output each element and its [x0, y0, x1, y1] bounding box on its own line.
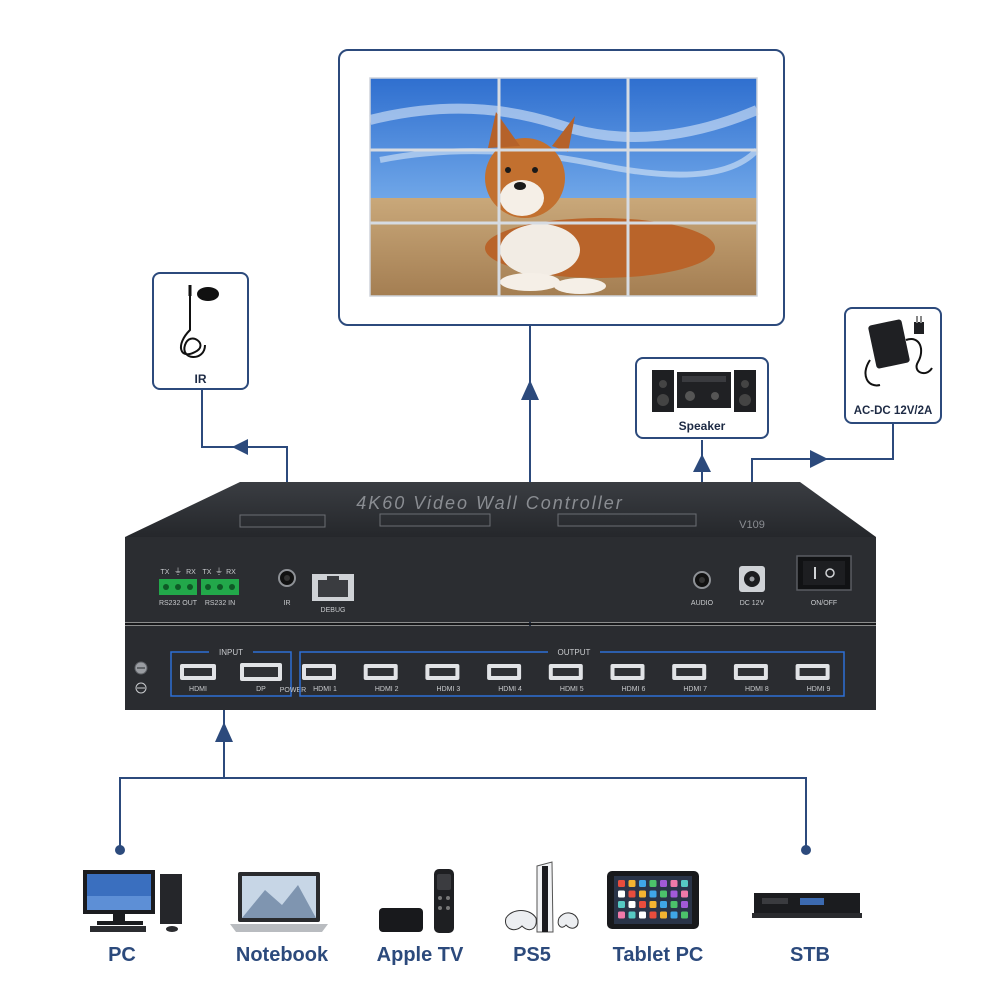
arrowheads — [115, 380, 828, 855]
rs232-out-pin-rx: RX — [186, 569, 196, 576]
output-port-4: HDMI 4 — [487, 664, 522, 693]
video-wall-display — [368, 77, 760, 297]
arrow-ir — [232, 439, 248, 455]
input-group-label: INPUT — [219, 648, 243, 657]
input-hdmi-port: HDMI — [180, 664, 216, 693]
speaker-accessory-label: Speaker — [678, 419, 726, 433]
rs232-out-pin-gnd: ⏚ — [174, 567, 182, 576]
ir-port: IR — [278, 569, 296, 607]
power-adapter-box: AC-DC 12V/2A — [844, 307, 942, 424]
output-port-label: HDMI 3 — [437, 686, 461, 693]
debug-port-label: DEBUG — [321, 607, 346, 614]
arrow-input — [215, 722, 233, 742]
output-group-label: OUTPUT — [558, 648, 591, 657]
ir-cable-icon — [180, 285, 219, 358]
rs232-out-pin-tx: TX — [161, 569, 170, 576]
source-label-ps5: PS5 — [513, 944, 551, 966]
output-port-label: HDMI 9 — [807, 686, 831, 693]
rs232-in-port: TX ⏚ RX RS232 IN — [201, 567, 239, 607]
rs232-in-pin-gnd: ⏚ — [215, 567, 223, 576]
audio-port-label: AUDIO — [691, 600, 714, 607]
stb-icon — [752, 893, 862, 918]
device-model: V109 — [739, 519, 765, 531]
output-port-8: HDMI 8 — [733, 664, 769, 693]
power-switch-label: ON/OFF — [811, 600, 837, 607]
output-port-5: HDMI 5 — [548, 664, 584, 693]
ir-accessory-box: IR — [152, 272, 249, 390]
debug-port: DEBUG — [312, 574, 354, 614]
tablet-pc-icon — [607, 871, 699, 929]
rs232-in-pin-rx: RX — [226, 569, 236, 576]
video-wall-frame — [338, 49, 785, 326]
apple-tv-icon — [379, 869, 454, 933]
line-sources-bus — [119, 777, 807, 850]
arrow-power — [810, 450, 828, 468]
input-dp-label: DP — [256, 686, 266, 693]
output-port-6: HDMI 6 — [610, 664, 646, 693]
output-port-9: HDMI 9 — [795, 664, 831, 693]
output-port-2: HDMI 2 — [363, 664, 399, 693]
arrow-speaker — [693, 454, 711, 472]
output-port-label: HDMI 5 — [560, 686, 584, 693]
power-indicator-label: POWER — [280, 687, 306, 694]
source-label-apple-tv: Apple TV — [376, 944, 464, 966]
dc-port: DC 12V — [739, 566, 765, 607]
input-group: INPUT HDMI DP — [170, 646, 292, 697]
output-port-label: HDMI 8 — [745, 686, 769, 693]
rs232-in-label: RS232 IN — [205, 600, 235, 607]
source-label-tablet-pc: Tablet PC — [612, 944, 704, 966]
output-port-7: HDMI 7 — [672, 664, 707, 693]
speaker-accessory-box: Speaker — [635, 357, 769, 439]
dot-bus-left — [115, 845, 125, 855]
rs232-out-port: TX ⏚ RX RS232 OUT — [159, 567, 198, 607]
dot-bus-right — [801, 845, 811, 855]
audio-port: AUDIO — [691, 571, 714, 607]
output-port-label: HDMI 4 — [498, 686, 522, 693]
power-switch: ON/OFF — [796, 555, 852, 607]
video-wall-controller: 4K60 Video Wall Controller V109 TX ⏚ RX … — [125, 482, 876, 710]
device-title: 4K60 Video Wall Controller — [356, 493, 623, 513]
ir-accessory-label: IR — [194, 372, 207, 386]
device-top-face — [125, 482, 876, 537]
notebook-icon — [230, 872, 328, 932]
source-label-stb: STB — [790, 944, 830, 966]
rs232-out-label: RS232 OUT — [159, 600, 198, 607]
source-label-notebook: Notebook — [235, 944, 329, 966]
dc-port-label: DC 12V — [740, 600, 765, 607]
input-dp-port: DP — [240, 663, 282, 693]
ir-port-label: IR — [284, 600, 291, 607]
output-port-label: HDMI 6 — [622, 686, 646, 693]
pc-icon — [83, 870, 182, 932]
tablet-app-grid — [618, 880, 688, 919]
output-port-label: HDMI 1 — [313, 686, 337, 693]
dog-image — [485, 112, 715, 294]
ground-screw — [134, 661, 148, 694]
output-port-label: HDMI 7 — [683, 686, 707, 693]
input-hdmi-label: HDMI — [189, 686, 207, 693]
power-adapter-icon — [864, 316, 933, 387]
ps5-icon — [505, 861, 579, 933]
rs232-in-pin-tx: TX — [203, 569, 212, 576]
output-port-3: HDMI 3 — [425, 664, 460, 693]
power-adapter-label: AC-DC 12V/2A — [853, 405, 933, 417]
arrow-wall — [521, 380, 539, 400]
output-ports: HDMI 1 HDMI 2 HDMI 3 HDMI 4 HDMI 5 HDMI 6 HDMI… — [302, 664, 831, 693]
speaker-icon — [652, 370, 756, 412]
output-port-1: HDMI 1 — [302, 664, 337, 693]
source-label-pc: PC — [108, 944, 136, 966]
wall-bezels — [370, 78, 757, 296]
output-port-label: HDMI 2 — [375, 686, 399, 693]
